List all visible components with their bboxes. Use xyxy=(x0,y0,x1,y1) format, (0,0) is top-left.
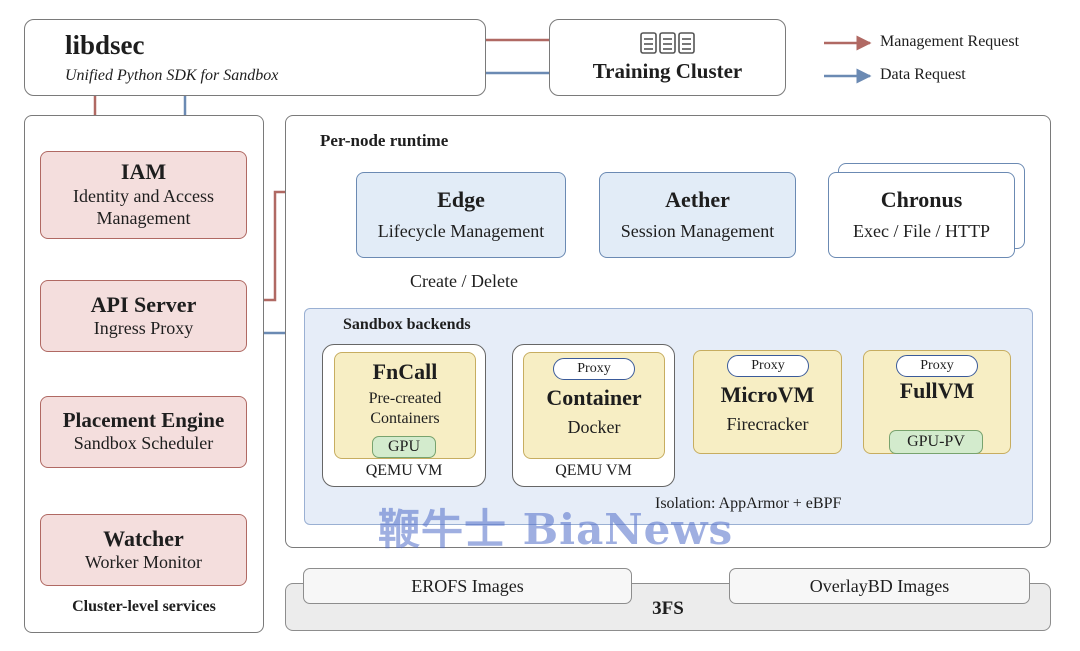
sandbox-backends-label: Sandbox backends xyxy=(343,316,471,333)
isolation-label: Isolation: AppArmor + eBPF xyxy=(655,495,842,512)
fncall-title: FnCall xyxy=(372,359,438,385)
placement-engine-box: Placement Engine Sandbox Scheduler xyxy=(40,396,247,468)
training-cluster-box: Training Cluster xyxy=(549,19,786,96)
microvm-title: MicroVM xyxy=(720,381,815,407)
create-delete-label: Create / Delete xyxy=(410,271,518,291)
fncall-gpu-badge: GPU xyxy=(372,436,436,458)
3fs-label: 3FS xyxy=(652,598,684,619)
fullvm-title: FullVM xyxy=(899,377,975,403)
container-proxy-pill: Proxy xyxy=(553,358,635,380)
placement-engine-title: Placement Engine xyxy=(62,408,225,433)
placement-engine-desc: Sandbox Scheduler xyxy=(73,433,214,454)
iam-title: IAM xyxy=(120,159,167,185)
fncall-desc-line1: Pre-created xyxy=(368,389,442,407)
server-rack-icon xyxy=(639,32,695,54)
sdk-box: libdsec Unified Python SDK for Sandbox xyxy=(24,19,486,96)
overlaybd-images-box: OverlayBD Images xyxy=(729,568,1030,604)
microvm-box: MicroVM Firecracker xyxy=(693,350,842,454)
fncall-desc-line2: Containers xyxy=(370,409,440,427)
edge-box: Edge Lifecycle Management xyxy=(356,172,566,258)
container-title: Container xyxy=(546,385,642,411)
aether-box: Aether Session Management xyxy=(599,172,796,258)
training-cluster-label: Training Cluster xyxy=(592,59,743,83)
container-host-label: QEMU VM xyxy=(555,462,632,479)
per-node-runtime-label: Per-node runtime xyxy=(320,131,449,150)
iam-desc: Identity and Access Management xyxy=(73,185,214,229)
fullvm-proxy-pill: Proxy xyxy=(896,355,978,377)
iam-box: IAM Identity and Access Management xyxy=(40,151,247,239)
microvm-desc: Firecracker xyxy=(726,413,809,434)
watcher-title: Watcher xyxy=(103,525,184,551)
legend-data-label: Data Request xyxy=(880,66,966,83)
chronus-desc: Exec / File / HTTP xyxy=(853,220,990,241)
api-server-title: API Server xyxy=(90,291,197,317)
edge-title: Edge xyxy=(437,186,485,212)
fullvm-gpu-pv-badge: GPU-PV xyxy=(889,430,983,454)
watcher-desc: Worker Monitor xyxy=(84,551,203,572)
erofs-images-box: EROFS Images xyxy=(303,568,632,604)
microvm-proxy-pill: Proxy xyxy=(727,355,809,377)
watcher-box: Watcher Worker Monitor xyxy=(40,514,247,586)
sdk-subtitle: Unified Python SDK for Sandbox xyxy=(65,67,279,84)
chronus-box: Chronus Exec / File / HTTP xyxy=(828,172,1015,258)
api-server-desc: Ingress Proxy xyxy=(93,317,194,338)
legend-management-label: Management Request xyxy=(880,33,1020,50)
api-server-box: API Server Ingress Proxy xyxy=(40,280,247,352)
bianews-watermark: 鞭牛士 BiaNews xyxy=(378,505,734,554)
sdk-title: libdsec xyxy=(65,30,145,60)
fncall-host-label: QEMU VM xyxy=(365,462,443,479)
aether-desc: Session Management xyxy=(620,220,775,241)
aether-title: Aether xyxy=(665,186,730,212)
cluster-services-label: Cluster-level services xyxy=(72,598,216,615)
container-desc: Docker xyxy=(567,417,621,438)
edge-desc: Lifecycle Management xyxy=(377,220,545,241)
chronus-title: Chronus xyxy=(880,186,963,212)
